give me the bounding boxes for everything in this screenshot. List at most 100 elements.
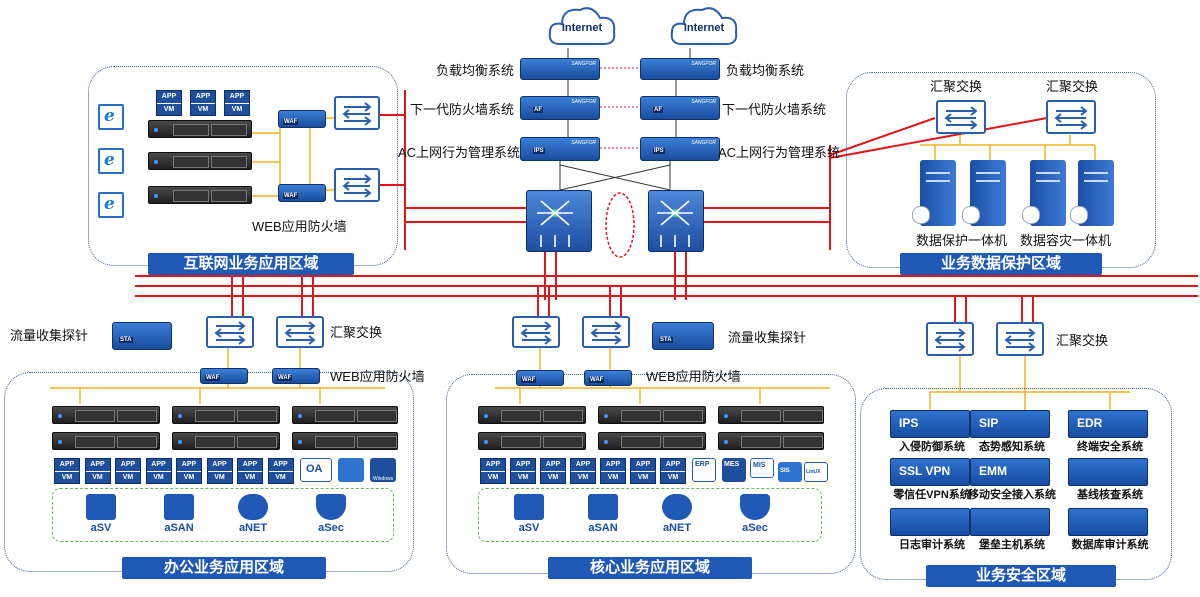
switch-arrows-icon — [1004, 328, 1036, 352]
aggregation-switch-label: 汇聚交换 — [1056, 333, 1109, 348]
access-switch — [334, 96, 380, 130]
waf-device: WAF — [200, 368, 248, 384]
security-system-label: 基线核查系统 — [1077, 489, 1143, 501]
product-label: aSAN — [588, 522, 618, 534]
security-device: SIP — [970, 410, 1050, 438]
server — [172, 432, 280, 450]
dr-appliance — [1078, 160, 1114, 226]
appliance-label: 数据保护一体机 — [916, 233, 1008, 248]
zone-title-security: 业务安全区域 — [926, 565, 1116, 587]
aggregation-switch — [512, 316, 560, 348]
ips-tag: IPS — [653, 148, 665, 154]
waf-device: WAF — [278, 184, 326, 202]
switch-arrows-icon — [342, 174, 372, 198]
linux-icon: LinUX — [804, 462, 828, 482]
waf-device: WAF — [278, 110, 326, 128]
internet-cloud-left: Internet — [546, 4, 618, 48]
server — [598, 406, 706, 424]
aggregation-switch-label: 汇聚交换 — [930, 79, 983, 94]
aggregation-switch — [582, 316, 630, 348]
lb-label-right: 负载均衡系统 — [726, 63, 805, 78]
aggregation-switch — [936, 100, 986, 134]
switch-arrows-icon — [214, 321, 246, 345]
product-icon — [740, 494, 770, 520]
database-icon — [912, 206, 930, 224]
ac-label-right: AC上网行为管理系统 — [718, 145, 841, 160]
load-balancer-left: SANGFOR — [520, 58, 600, 80]
probe-label: 流量收集探针 — [728, 330, 807, 345]
security-system-label: 态势感知系统 — [979, 441, 1045, 453]
product-asec: aSec — [306, 494, 356, 538]
security-system-label: 终端安全系统 — [1077, 441, 1143, 453]
waf-device: WAF — [584, 370, 632, 386]
aggregation-switch-label: 汇聚交换 — [1046, 79, 1099, 94]
zone-title-internet-app: 互联网业务应用区域 — [148, 253, 354, 275]
security-device-code: EDR — [1077, 416, 1103, 430]
load-balancer-right: SANGFOR — [640, 58, 720, 80]
security-device-code: IPS — [899, 416, 919, 430]
aggregation-switch — [276, 316, 324, 348]
zone-title-office: 办公业务应用区域 — [122, 557, 326, 579]
security-device: EDR — [1068, 410, 1148, 438]
switch-arrows-icon — [520, 321, 552, 345]
server — [478, 432, 586, 450]
security-device: SSL VPN — [890, 458, 970, 486]
waf-device: WAF — [516, 370, 564, 386]
product-label: aSV — [518, 522, 540, 534]
security-system-label: 堡垒主机系统 — [979, 539, 1045, 551]
mes-icon: MES — [722, 458, 746, 482]
waf-label: WEB应用防火墙 — [646, 369, 741, 384]
internet-label: Internet — [683, 22, 725, 34]
core-switch-icon — [537, 200, 573, 247]
browser-icon: e — [98, 104, 124, 130]
product-asv: aSV — [76, 494, 126, 538]
product-label: aSV — [90, 522, 112, 534]
sis-icon: SIS — [778, 462, 802, 482]
product-label: aNET — [238, 522, 268, 534]
sta-probe: STA — [112, 322, 172, 350]
security-device — [1068, 508, 1148, 536]
core-switch-left — [526, 190, 592, 252]
switch-arrows-icon — [944, 106, 978, 130]
security-device-code: EMM — [979, 464, 1007, 478]
product-icon — [238, 494, 268, 520]
switch-arrows-icon — [284, 321, 316, 345]
security-device — [890, 508, 970, 536]
cloud-icon — [548, 7, 616, 45]
product-icon — [514, 494, 544, 520]
browser-icon: e — [98, 148, 124, 174]
oa-icon: OA — [300, 458, 332, 482]
ac-label-left: AC上网行为管理系统 — [398, 145, 521, 160]
server — [292, 432, 398, 450]
product-icon — [662, 494, 692, 520]
aggregation-switch — [926, 322, 974, 356]
product-asan: aSAN — [578, 494, 628, 538]
ngfw-label-right: 下一代防火墙系统 — [722, 102, 827, 117]
security-device: EMM — [970, 458, 1050, 486]
core-platform-box — [478, 488, 822, 542]
security-device-code: SSL VPN — [899, 464, 951, 478]
security-system-label: 数据库审计系统 — [1071, 539, 1149, 551]
product-icon — [164, 494, 194, 520]
lb-label-left: 负载均衡系统 — [436, 63, 515, 78]
server — [598, 432, 706, 450]
backup-icon — [1022, 206, 1040, 224]
cloud-icon — [670, 7, 738, 45]
server — [292, 406, 398, 424]
core-switch-right — [648, 190, 704, 252]
server — [172, 406, 280, 424]
product-label: aSAN — [164, 522, 194, 534]
server — [718, 432, 824, 450]
appliance-label: 数据容灾一体机 — [1020, 233, 1112, 248]
